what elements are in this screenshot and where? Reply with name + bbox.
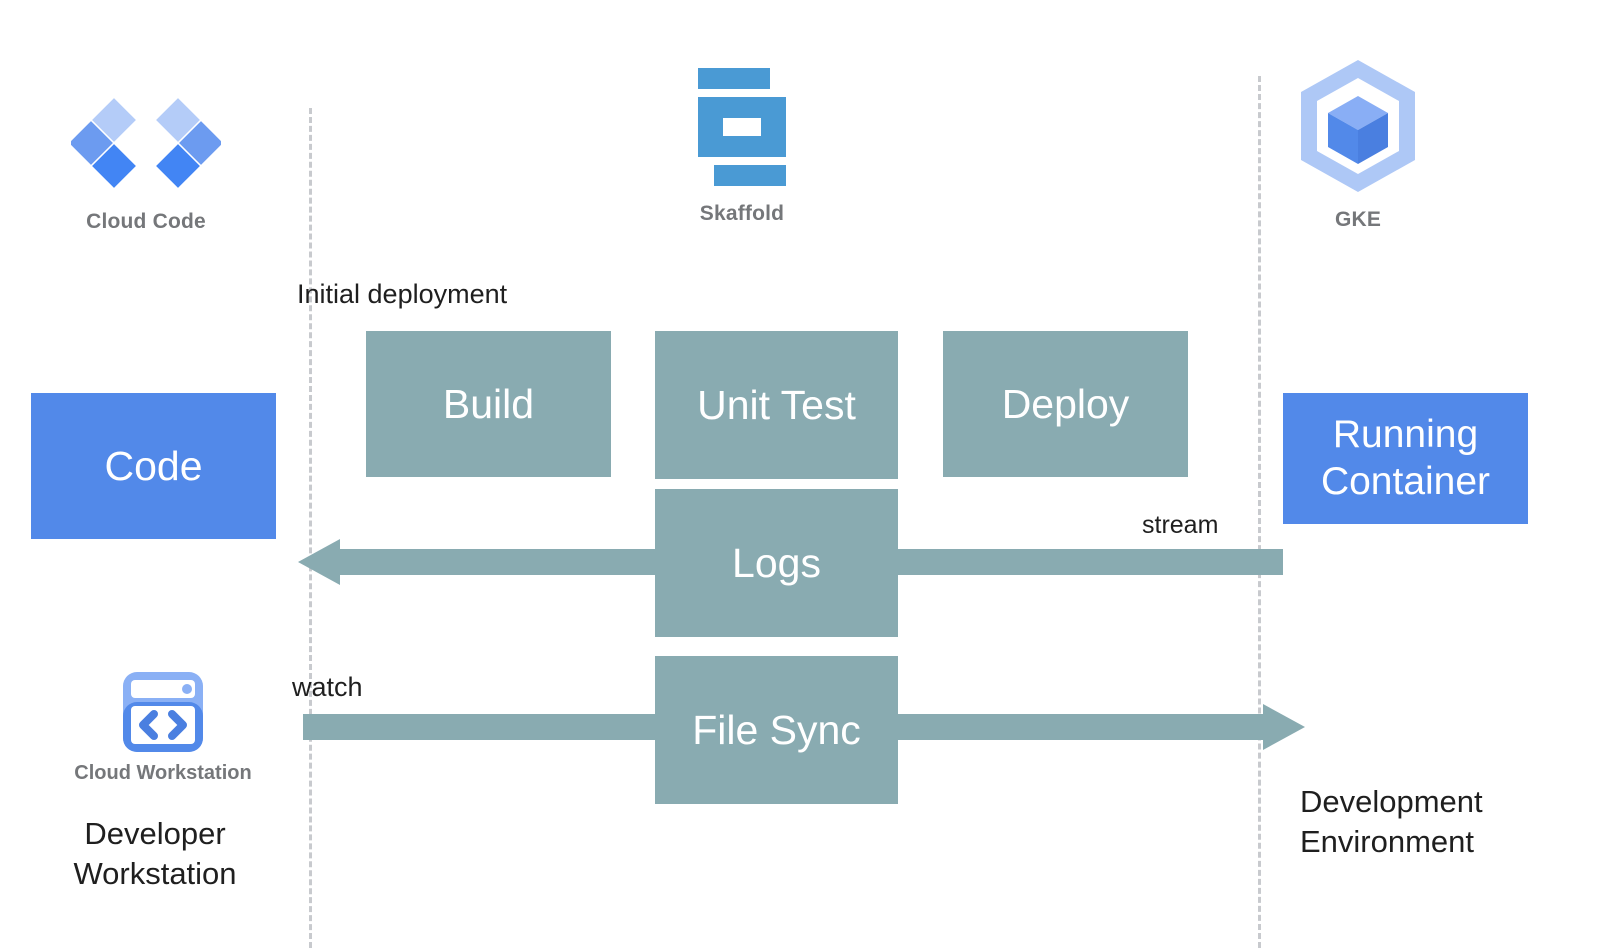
logo-caption-skaffold: Skaffold [699, 202, 785, 225]
box-build[interactable]: Build [366, 331, 611, 477]
running-container-line-2: Container [1320, 459, 1491, 503]
box-file-sync[interactable]: File Sync [655, 656, 898, 804]
zone-caption-right-line-2: Environment [1300, 823, 1475, 859]
zone-caption-development-environment: Development Environment [1300, 782, 1560, 861]
logo-caption-cloud-code: Cloud Code [86, 210, 206, 233]
zone-caption-left-line-1: Developer [84, 816, 226, 851]
box-running-container[interactable]: Running Container [1283, 393, 1528, 524]
annotation-watch: watch [292, 672, 363, 702]
logo-cloud-workstation: Cloud Workstation [58, 668, 268, 785]
zone-caption-right-line-1: Development [1300, 784, 1483, 819]
box-deploy[interactable]: Deploy [943, 331, 1188, 477]
logo-caption-gke: GKE [1334, 208, 1382, 231]
cloud-code-diamonds-icon [71, 98, 221, 188]
logo-gke: GKE [1246, 56, 1470, 232]
running-container-line-1: Running [1332, 413, 1479, 457]
zone-caption-left-line-2: Workstation [73, 855, 237, 891]
zone-caption-developer-workstation: Developer Workstation [25, 814, 285, 893]
box-code[interactable]: Code [31, 393, 276, 539]
annotation-initial-deployment: Initial deployment [297, 279, 508, 309]
boundary-line-workstation [309, 108, 312, 948]
cloud-workstation-icon [123, 672, 203, 752]
box-unit-test[interactable]: Unit Test [655, 331, 898, 479]
gke-hexagon-cube-icon [1301, 60, 1415, 192]
logo-caption-cloud-workstation: Cloud Workstation [74, 762, 252, 784]
box-logs[interactable]: Logs [655, 489, 898, 637]
logo-cloud-code: Cloud Code [34, 78, 258, 234]
logo-skaffold: Skaffold [630, 64, 854, 226]
boundary-line-environment [1258, 76, 1261, 948]
annotation-stream: stream [1142, 511, 1219, 539]
skaffold-logo-icon [698, 68, 786, 186]
